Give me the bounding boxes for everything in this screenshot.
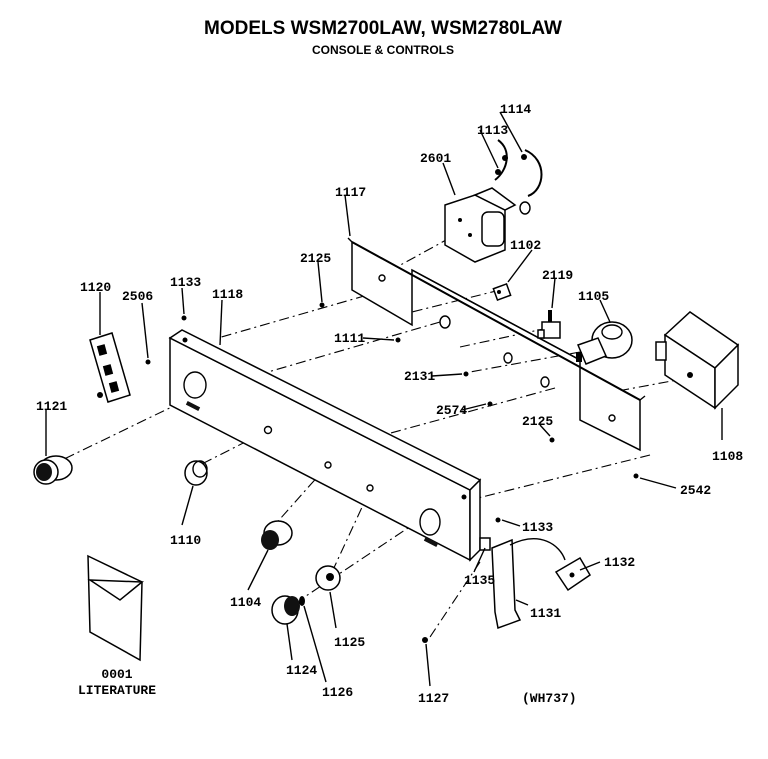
knob-1121 bbox=[33, 455, 73, 485]
literature-booklet bbox=[87, 554, 145, 662]
label-2125-bottom: 2125 bbox=[522, 414, 553, 429]
page-title: MODELS WSM2700LAW, WSM2780LAW bbox=[204, 18, 562, 39]
label-2119: 2119 bbox=[542, 268, 573, 283]
switch-2119 bbox=[537, 310, 561, 339]
literature-label: LITERATURE bbox=[78, 683, 156, 698]
label-2601: 2601 bbox=[420, 151, 451, 166]
label-1104: 1104 bbox=[230, 595, 261, 610]
label-1121: 1121 bbox=[36, 399, 67, 414]
knob-1124 bbox=[271, 595, 305, 625]
label-1125: 1125 bbox=[334, 635, 365, 650]
label-1117: 1117 bbox=[335, 185, 366, 200]
label-1132: 1132 bbox=[604, 555, 635, 570]
button-1110 bbox=[184, 460, 208, 486]
label-1114: 1114 bbox=[500, 102, 531, 117]
label-2506: 2506 bbox=[122, 289, 153, 304]
part-1105 bbox=[576, 321, 633, 365]
part-labels: 2601 1113 1114 1117 2125 1102 2119 1105 … bbox=[36, 102, 743, 706]
reference-code: (WH737) bbox=[522, 691, 577, 706]
literature-code: 0001 bbox=[101, 667, 132, 682]
label-2131: 2131 bbox=[404, 369, 435, 384]
page-subtitle: CONSOLE & CONTROLS bbox=[312, 43, 454, 57]
label-leaders bbox=[45, 111, 723, 687]
label-1124: 1124 bbox=[286, 663, 317, 678]
knob-1104 bbox=[261, 520, 293, 550]
bracket-1131 bbox=[422, 517, 592, 643]
label-1133-bottom: 1133 bbox=[522, 520, 553, 535]
label-2542: 2542 bbox=[680, 483, 711, 498]
switch-1102 bbox=[492, 283, 512, 301]
label-1105: 1105 bbox=[578, 289, 609, 304]
label-1135: 1135 bbox=[464, 573, 495, 588]
console-panel bbox=[168, 329, 482, 562]
label-1108: 1108 bbox=[712, 449, 743, 464]
label-1126: 1126 bbox=[322, 685, 353, 700]
dial-1125 bbox=[315, 565, 341, 591]
label-1110: 1110 bbox=[170, 533, 201, 548]
label-1113: 1113 bbox=[477, 123, 508, 138]
part-1108 bbox=[655, 311, 740, 410]
label-1102: 1102 bbox=[510, 238, 541, 253]
label-2574: 2574 bbox=[436, 403, 467, 418]
timer-2601 bbox=[444, 187, 531, 263]
label-1131: 1131 bbox=[530, 606, 561, 621]
label-1127: 1127 bbox=[418, 691, 449, 706]
label-2125-top: 2125 bbox=[300, 251, 331, 266]
label-1111: 1111 bbox=[334, 331, 365, 346]
label-1133-top: 1133 bbox=[170, 275, 201, 290]
bracket-1120 bbox=[89, 332, 131, 403]
label-1118: 1118 bbox=[212, 287, 243, 302]
label-1120: 1120 bbox=[80, 280, 111, 295]
screws bbox=[145, 302, 639, 479]
wire-harness bbox=[494, 139, 543, 197]
